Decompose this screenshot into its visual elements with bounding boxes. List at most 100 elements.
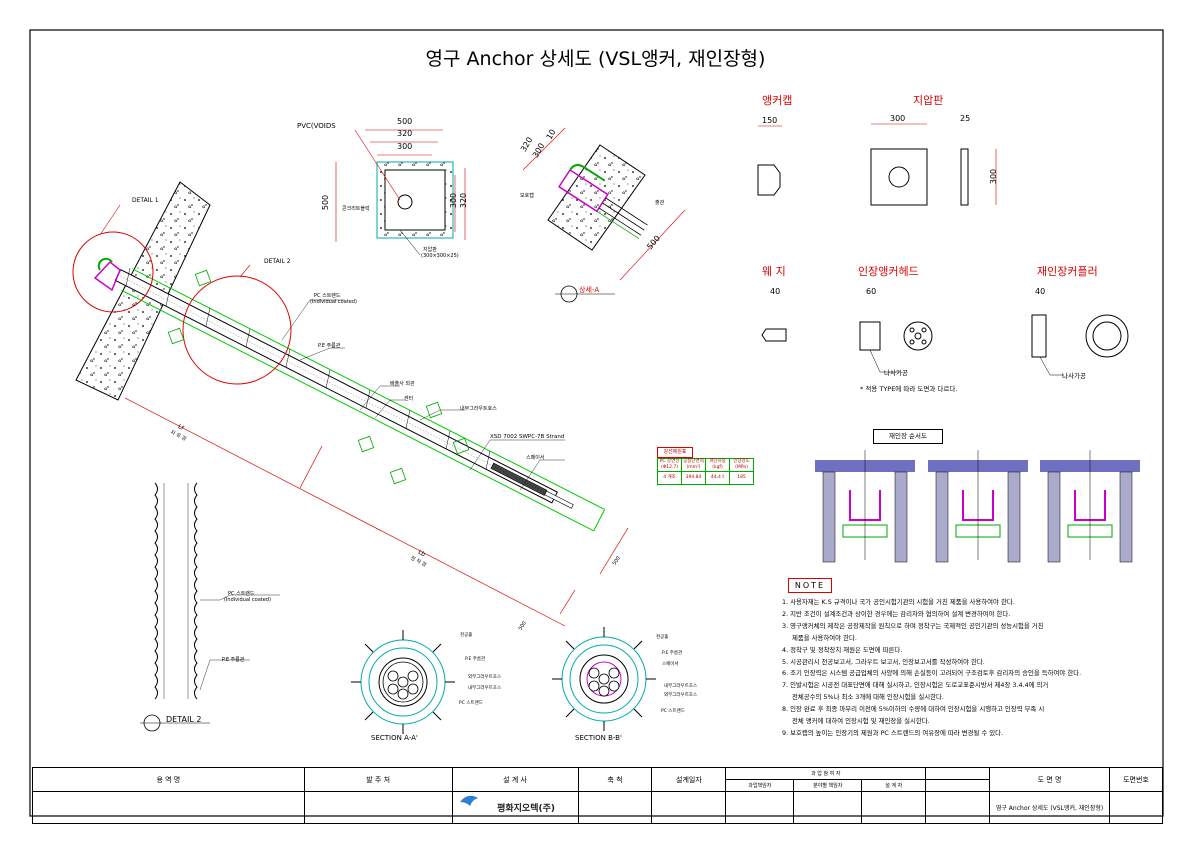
note-list: 1. 사용자재는 K.S 규격이나 국가 공인시험기관의 시험을 거친 제품을 … [782,597,1081,740]
corrugated-sheath-detail [140,482,280,732]
dim-plate-width: 300 [890,114,906,123]
dim-plan-300: 300 [397,142,413,151]
pc-strand-left-label: PC 스트랜드 [228,591,255,597]
property-table-title: 강선제원표 [657,447,693,458]
aa-label-4: 내부그라우트호스 [468,686,502,691]
property-table: PC 강연선 (Φ12.7) 공칭단면적 (mm²) 파단하중 (kgf) 인장… [657,458,754,485]
prop-value-cell: 394.84 [681,471,706,485]
section-bb-label: SECTION B-B' [575,734,622,742]
detail-1-label: DETAIL 1 [132,197,159,204]
bb-label-2: P.E 주름관 [662,651,683,656]
detail-a-label: 상세-A [579,286,600,294]
dim-plate-thickness: 25 [960,114,971,123]
anchor-cap-title: 앵커캡 [762,94,793,107]
aa-label-3: 외부그라우트호스 [468,675,502,680]
dim-plan-right-320: 320 [459,192,469,209]
drawing-title: 영구 Anchor 상세도 (VSL앵커, 재인장형) [425,48,766,70]
protect-cap-label: 보호캡 [520,193,534,199]
overflow-label: 출관 [655,200,665,206]
pvc-voids-label: PVC(VOIDS [297,122,336,130]
plan-view [335,129,466,256]
retension-order-title: 재인장 순서도 [873,429,943,444]
bearing-plate-title: 지압판 [913,94,944,107]
dim-wedge: 40 [770,287,781,296]
dim-coupler: 40 [1035,287,1046,296]
bb-label-3: 스페이서 [662,662,679,667]
title-block: 용 역 명 발 주 처 설 계 사 축 척 설계일자 과 업 참 여 자 도 면… [32,767,1164,824]
aa-label-5: PC 스트랜드 [459,701,483,706]
thread-label-coupler: 나사가공 [1062,372,1086,380]
pc-strand-label: PC 스트랜드 [314,293,341,299]
individual-coated-label: (Individual coated) [310,299,357,305]
design-date-header: 설계일자 [651,767,727,792]
individual-coated-left-label: (Individual coated) [224,597,271,603]
bb-label-4: 내부그라우트호스 [664,684,698,689]
participant-1: 과업책임자 [725,779,795,792]
dim-plan-left-500: 500 [321,194,331,211]
drawing-no-header: 도면번호 [1108,767,1164,792]
note-item: 8. 인장 완료 후 최종 마무리 이전에 5%이하의 수량에 대하여 인장시험… [782,705,1045,714]
client-header: 발 주 처 [303,767,453,792]
section-a-a [351,630,455,734]
detail-2-label: DETAIL 2 [166,715,202,724]
note-item: 제품을 사용하여야 한다. [792,633,857,642]
note-item: 9. 보호캡의 높이는 인장기의 제원과 PC 스트랜드의 여유장에 따라 변경… [782,728,1004,737]
prop-value-cell: 4 개조 [657,471,682,485]
prop-header-cell: 공칭단면적 (mm²) [681,458,706,472]
inner-grout-hose-label: 내부그라우트호스 [460,406,497,412]
retension-coupler-drawing [1031,314,1129,376]
prop-header-cell: 파단하중 (kgf) [705,458,730,472]
dim-head: 60 [866,287,877,296]
prop-header-cell: PC 강연선 (Φ12.7) [657,458,682,472]
tension-head-title: 인장앵커헤드 [858,265,919,278]
anchor-cap-drawing [757,125,782,196]
prop-value-cell: 44,4 t [705,471,730,485]
grout-hose-out-label: 배출사 외관 [390,381,415,387]
strand-spec-label: XSD 7002 SWPC-7B Strand [490,434,565,440]
thread-label-head: 나사가공 [884,369,908,377]
note-item: 4. 정착구 및 정착장치 재원은 도면에 따른다. [782,645,903,654]
note-item: 6. 조기 인장력은 시스템 공급업체의 사양에 의해 손실등이 고려되어 구조… [782,669,1082,678]
main-anchor-diagram [72,181,629,627]
note-item: 7. 인발시험은 시공전 대표단면에 대해 실시하고, 인장시험은 도로교표준시… [782,681,1049,690]
note-item: 5. 시공관리시 천공보고서, 그라우트 보고서, 인장보고서를 작성하여야 한… [782,657,985,666]
pe-sheath-left-label: P.E 주름관 [222,657,245,663]
note-item: 2. 지반 조건이 설계조건과 상이한 경우에는 감리자와 협의하여 설계 변경… [782,609,1011,618]
service-name-header: 용 역 명 [32,767,305,792]
bb-label-5: 외부그라우트호스 [664,693,698,698]
participant-2: 분야별 책임자 [793,779,863,792]
type-note: * 적용 TYPE에 따라 도면과 다르다. [860,385,958,393]
company-name: 평화지오텍(주) [451,791,579,824]
bb-label-1: 천공홀 [656,635,669,640]
concrete-block-label: 콘크리트블럭 [342,206,370,212]
dim-plate-height: 300 [989,168,999,185]
dim-anchor-cap: 150 [762,116,778,125]
participant-3: 설 계 자 [861,779,927,792]
bearing-plate-drawing [870,123,997,206]
note-item: 3. 영구앵커체의 제작은 공장제작을 원칙으로 하며 정착구는 국제적인 공인… [782,621,1044,630]
pe-sheath-label: P.E 주름관 [318,343,341,349]
retension-coupler-title: 재인장커플러 [1037,265,1098,278]
drawing-name-header: 도 면 명 [989,767,1110,792]
dim-plan-320: 320 [397,129,413,138]
bb-label-6: PC 스트랜드 [661,709,685,714]
scale-header: 축 척 [577,767,653,792]
bearing-plate-label: 지압판 [423,247,437,253]
section-aa-label: SECTION A-A' [371,734,418,742]
drawing-name-value: 영구 Anchor 상세도 (VSL앵커, 재인장형) [989,791,1110,824]
bearing-plate-size: (300×300×25) [421,253,459,259]
note-item: 전체공수의 5%나 최소 3개에 대해 인장시험을 실시한다. [792,693,944,702]
wedge-drawing [761,328,787,342]
section-detail [522,127,686,281]
tension-head-drawing [859,321,933,373]
shoe-label: 스페이서 [526,455,545,461]
note-item: 1. 사용자재는 K.S 규격이나 국가 공인시험기관의 시험을 거친 제품을 … [782,598,1015,606]
note-heading: NOTE [788,578,832,593]
wedge-title: 웨 지 [762,265,786,278]
section-b-b [552,627,656,731]
retension-order-diagrams [815,450,1140,563]
note-item: 전체 앵커에 대하여 인장시험 및 재인장을 실시한다. [792,717,930,726]
participants-header: 과 업 참 여 자 [725,767,927,780]
prop-value-cell: 185 [729,471,754,485]
